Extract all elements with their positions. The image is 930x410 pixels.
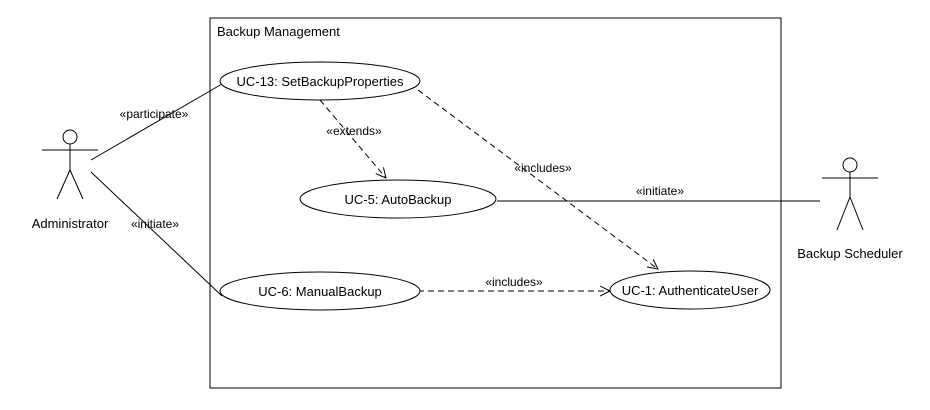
use-case-uc13[interactable]: UC-13: SetBackupProperties: [219, 61, 421, 101]
includes-label-upper: «includes»: [514, 161, 572, 175]
participate-label: «participate»: [120, 107, 189, 121]
includes-label-lower: «includes»: [485, 275, 543, 289]
uc6-label: UC-6: ManualBackup: [258, 284, 382, 299]
uc5-label: UC-5: AutoBackup: [345, 192, 452, 207]
includes-uc13-uc1[interactable]: «includes»: [417, 89, 658, 269]
association-scheduler-uc5[interactable]: «initiate»: [497, 184, 820, 202]
backup-scheduler-label: Backup Scheduler: [797, 246, 903, 261]
administrator-label: Administrator: [32, 216, 109, 231]
scheduler-figure-icon: [822, 157, 878, 231]
scheduler-initiate-label: «initiate»: [636, 184, 684, 198]
association-admin-uc13[interactable]: «participate»: [90, 83, 223, 161]
use-case-uc6[interactable]: UC-6: ManualBackup: [219, 271, 421, 311]
use-case-uc5[interactable]: UC-5: AutoBackup: [299, 179, 497, 219]
extends-uc13-uc5[interactable]: «extends»: [319, 99, 386, 178]
system-title: Backup Management: [217, 24, 340, 39]
uc1-label: UC-1: AuthenticateUser: [622, 283, 759, 298]
use-case-uc1[interactable]: UC-1: AuthenticateUser: [609, 270, 771, 310]
actor-backup-scheduler[interactable]: Backup Scheduler: [797, 157, 903, 261]
admin-initiate-label: «initiate»: [131, 217, 179, 231]
actor-administrator[interactable]: Administrator: [32, 129, 109, 231]
includes-uc6-uc1[interactable]: «includes»: [418, 275, 610, 291]
administrator-figure-icon: [42, 129, 98, 200]
association-admin-uc6[interactable]: «initiate»: [90, 171, 223, 297]
uc13-label: UC-13: SetBackupProperties: [237, 74, 404, 89]
extends-label: «extends»: [326, 124, 382, 138]
